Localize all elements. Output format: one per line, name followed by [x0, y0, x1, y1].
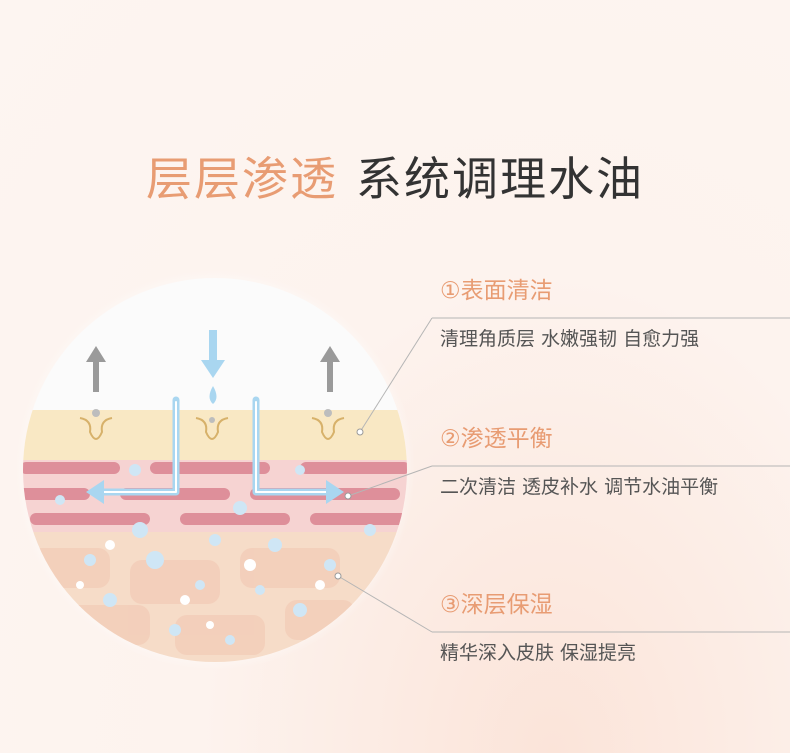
step-heading: ②渗透平衡: [440, 426, 553, 452]
page-title: 层层渗透系统调理水油: [0, 143, 790, 209]
step-deep-moisture: ③深层保湿 精华深入皮肤 保湿提亮: [440, 590, 636, 666]
step-heading: ①表面清洁: [440, 278, 553, 304]
step-description: 二次清洁 透皮补水 调节水油平衡: [440, 476, 719, 498]
leader-lines: [337, 317, 790, 633]
title-main: 系统调理水油: [356, 151, 644, 206]
arrow-heads: [86, 480, 344, 504]
penetration-paths-inner: [103, 401, 327, 493]
step-description: 清理角质层 水嫩强韧 自愈力强: [440, 328, 700, 350]
step-surface-clean: ①表面清洁 清理角质层 水嫩强韧 自愈力强: [440, 276, 699, 352]
pore-follicles: [79, 417, 345, 440]
pore-dots: [92, 409, 332, 423]
layer-surface: [23, 410, 407, 460]
title-accent: 层层渗透: [146, 151, 338, 206]
step-penetrate-balance: ②渗透平衡 二次清洁 透皮补水 调节水油平衡: [440, 424, 718, 500]
down-arrow-icon: [201, 330, 225, 404]
step-heading: ③深层保湿: [440, 592, 553, 618]
up-arrow-icon: [86, 346, 340, 392]
leader-dots: [334, 428, 364, 580]
white-droplets: [76, 540, 325, 629]
water-droplets: [55, 464, 376, 645]
step-description: 精华深入皮肤 保湿提亮: [440, 642, 637, 664]
